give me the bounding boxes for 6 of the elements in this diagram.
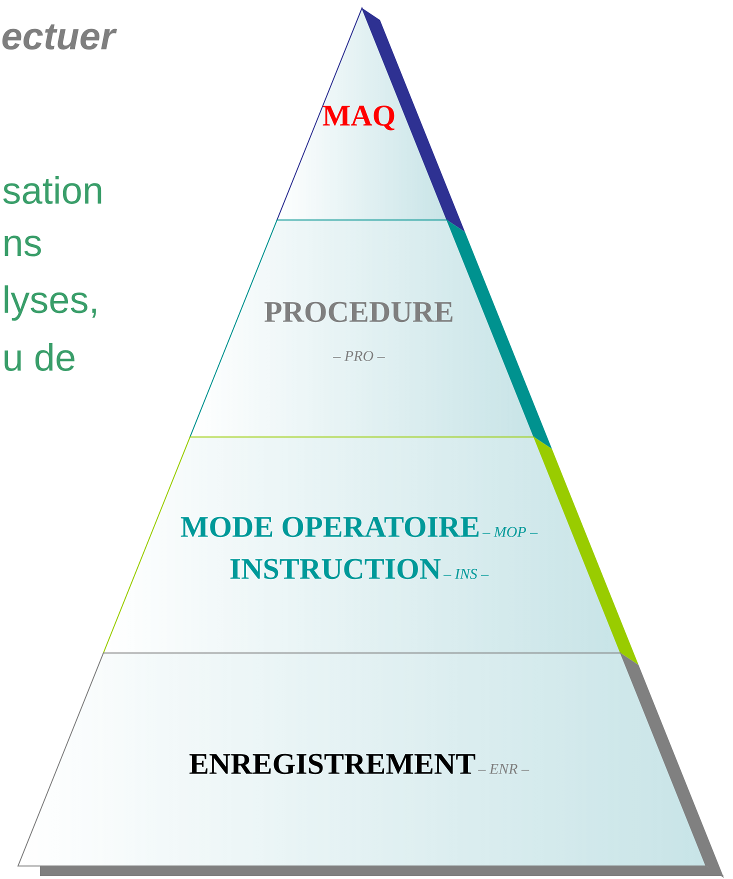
cut-off-text: sation [3, 176, 102, 204]
cut-off-text: ectuer [2, 24, 117, 50]
pyramid-level: MODE OPERATOIRE– MOP – INSTRUCTION– INS – [102, 436, 622, 654]
cut-off-text: lyses, [4, 285, 96, 321]
cut-off-text: u de [4, 343, 74, 371]
cut-off-text: ns [4, 236, 41, 256]
